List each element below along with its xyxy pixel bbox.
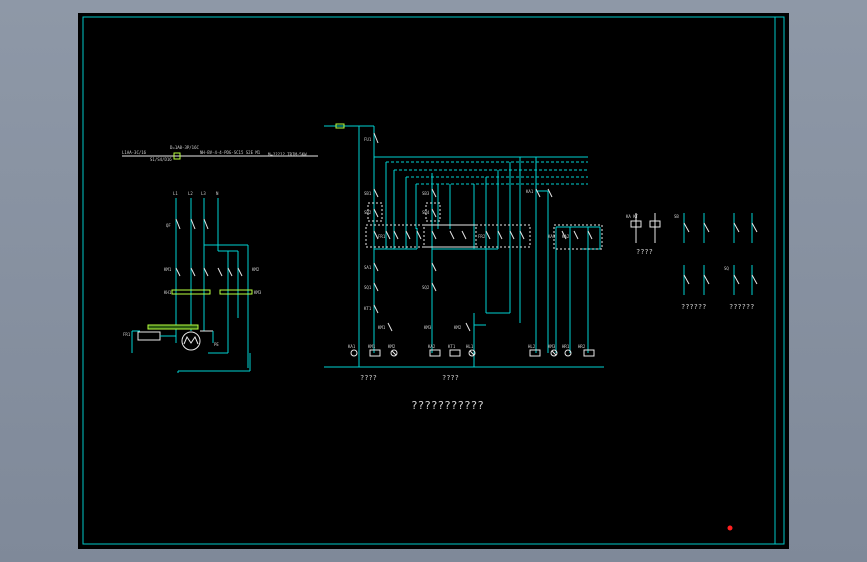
contact-label-sb3: SB3 (422, 191, 430, 196)
coil-label-hl1: HL1 (466, 344, 474, 349)
fr-label: FR1 (123, 332, 131, 337)
feeder-label-left: L1AA-3C/16 (122, 150, 147, 155)
contact-label-kt1: KT1 (364, 306, 372, 311)
coil-label-ka2: KA2 (428, 344, 436, 349)
coil-label-km3: KM3 (548, 344, 556, 349)
contact-label-fu1: FU1 (364, 137, 372, 142)
coil-label-ka3: KA3 (548, 234, 556, 239)
feeder-cable-label: NH-BV-4-4-PDG-SC15 S2E M1 (200, 150, 261, 155)
phase-label-n: N (216, 191, 219, 196)
contact-label-fr1: FR1 (378, 234, 386, 239)
group-label-1: ???? (360, 374, 377, 382)
contact-label-fr2: FR2 (478, 234, 486, 239)
group-label-2: ???? (442, 374, 459, 382)
drawing-sheet: L1AA-3C/16 S1/S4/D16 D=1A0-3P/16C NH-BV-… (78, 13, 789, 549)
legend-labels: ???? KA KT ?????? SB ?????? SQ (626, 214, 754, 311)
phase-label-l3: L3 (201, 191, 206, 196)
pe-label: PE (214, 342, 219, 347)
coil-label-hr1: HR1 (562, 344, 570, 349)
coil-label-km1: KM1 (368, 344, 376, 349)
power-circuit (122, 152, 318, 373)
contact-label-sb2: SB2 (364, 210, 372, 215)
contact-label-km3: KM3 (424, 325, 432, 330)
control-circuit (324, 123, 604, 368)
phase-label-l1: L1 (173, 191, 178, 196)
feeder-dest-label: M=????? TRIM-5KW (268, 152, 307, 157)
cursor-marker-icon (727, 525, 733, 531)
contact-label-km2: KM2 (454, 325, 462, 330)
km2-label: KM2 (252, 267, 260, 272)
legend-symbols (630, 213, 758, 295)
feeder-breaker-label: D=1A0-3P/16C (170, 145, 199, 150)
phase-label-l2: L2 (188, 191, 193, 196)
legend-item-limits: ?????? (729, 303, 754, 311)
contact-label-sa1: SA1 (364, 265, 372, 270)
contact-label-ka1: KA1 (526, 189, 534, 194)
power-circuit-labels: L1AA-3C/16 S1/S4/D16 D=1A0-3P/16C NH-BV-… (122, 145, 307, 347)
control-circuit-labels: FU1 SB1 SB2 SB3 SB4 SA1 SQ1 SQ2 KA1 KA2 … (348, 137, 586, 382)
km3-label: KM3 (254, 290, 262, 295)
qf-label: QF (166, 223, 171, 228)
outer-frame (82, 16, 785, 545)
drawing-title: ??????????? (411, 399, 484, 412)
contact-label-sb1: SB1 (364, 191, 372, 196)
coil-label-km2: KM2 (388, 344, 396, 349)
legend-item-relays-sub: KA KT (626, 214, 639, 219)
legend-item-buttons: ?????? (681, 303, 706, 311)
legend-item-relays: ???? (636, 248, 653, 256)
feeder-label-left2: S1/S4/D16 (150, 157, 172, 162)
ks-label: KH1 (164, 290, 172, 295)
coil-label-kt1: KT1 (448, 344, 456, 349)
schematic-drawing: L1AA-3C/16 S1/S4/D16 D=1A0-3P/16C NH-BV-… (82, 16, 785, 545)
contact-label-sq2: SQ2 (422, 285, 430, 290)
contact-label-km1: KM1 (378, 325, 386, 330)
legend-item-limits-sub: SQ (724, 266, 729, 271)
contact-label-sb4: SB4 (422, 210, 430, 215)
km1-label: KM1 (164, 267, 172, 272)
contact-label-sq1: SQ1 (364, 285, 372, 290)
coil-label-ka1: KA1 (348, 344, 356, 349)
control-loads (350, 349, 595, 357)
legend-item-buttons-sub: SB (674, 214, 679, 219)
contact-label-ka2: KA2 (562, 234, 570, 239)
coil-label-hr2: HR2 (578, 344, 586, 349)
coil-label-hl2: HL2 (528, 344, 536, 349)
